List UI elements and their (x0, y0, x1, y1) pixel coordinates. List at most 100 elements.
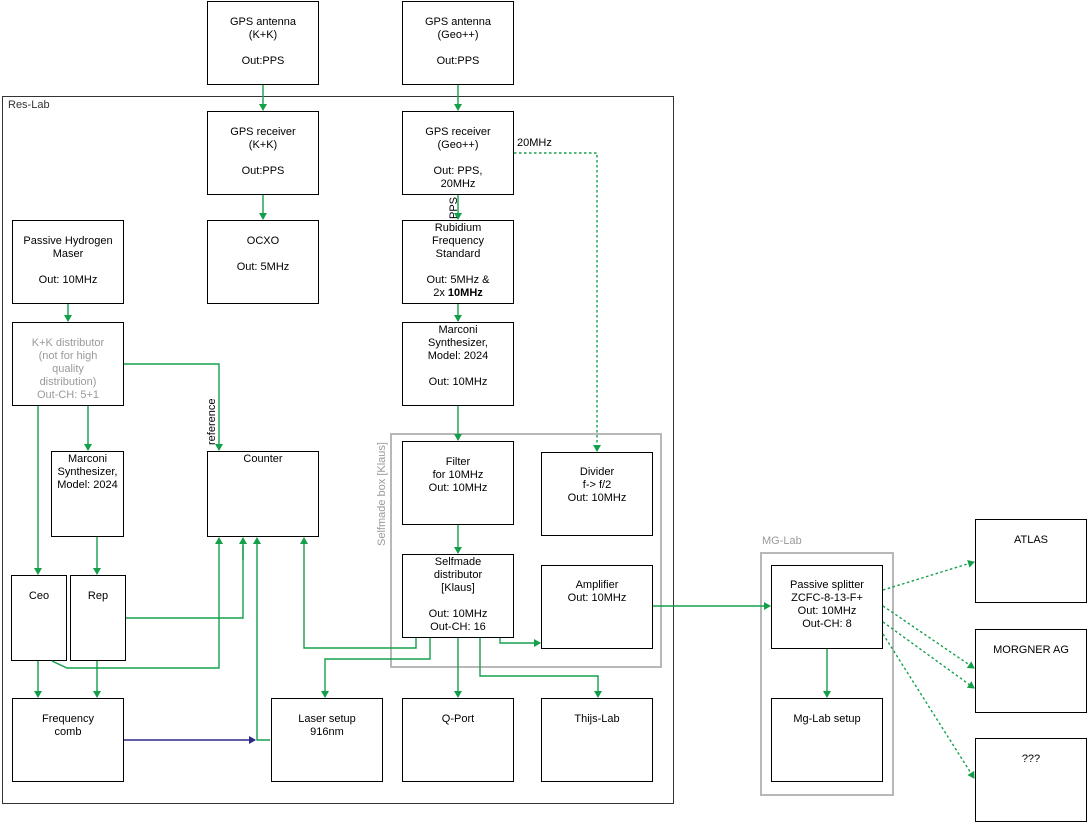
atlas-box[interactable]: ATLAS (975, 519, 1087, 603)
selfmade-distributor-line-1: distributor (433, 569, 483, 581)
laser-setup-line-0: Laser setup (298, 713, 356, 725)
divider-line-0: Divider (579, 466, 615, 478)
gps-antenna-kk-line-1: (K+K) (248, 29, 278, 41)
marconi-small-line-2: Model: 2024 (57, 479, 118, 491)
label-pps: PPS (448, 196, 460, 219)
gps-antenna-geo-box[interactable]: GPS antenna(Geo++)Out:PPS (402, 1, 514, 85)
wire-splitter-to-atlas (882, 559, 975, 591)
passive-splitter-line-3: Out-CH: 8 (802, 618, 852, 630)
divider-line-1: f-> f/2 (582, 479, 612, 491)
gps-antenna-kk-box[interactable]: GPS antenna(K+K)Out:PPS (207, 1, 319, 85)
kk-distributor-line-3: distribution) (39, 376, 97, 388)
gps-receiver-kk-line-3: Out:PPS (241, 165, 285, 177)
q-port-box[interactable]: Q-Port (402, 698, 514, 782)
atlas-line-0: ATLAS (1013, 534, 1049, 546)
counter-box[interactable]: Counter (207, 451, 319, 537)
kk-distributor-line-2: quality (52, 363, 84, 375)
selfmade-distributor-line-4: Out: 10MHz (428, 608, 488, 620)
marconi-main-line-4: Out: 10MHz (428, 376, 488, 388)
rubidium-last-prefix: 2x (433, 287, 448, 299)
res-lab-region (2, 96, 674, 804)
marconi-main-line-2: Model: 2024 (427, 350, 489, 362)
kk-distributor-line-1: (not for high (38, 350, 98, 362)
mg-lab-setup-box[interactable]: Mg-Lab setup (771, 698, 883, 782)
gps-antenna-geo-line-0: GPS antenna (424, 16, 492, 28)
laser-setup-line-1: 916nm (310, 726, 344, 738)
marconi-main-line-0: Marconi (438, 324, 478, 336)
selfmade-distributor-line-5: Out-CH: 16 (430, 621, 486, 633)
amplifier-line-0: Amplifier (575, 579, 619, 591)
kk-distributor-line-0: K+K distributor (31, 337, 105, 349)
filter-line-2: Out: 10MHz (428, 482, 488, 494)
wire-distributor-to-thijs (479, 638, 602, 698)
rep-box[interactable]: Rep (70, 575, 126, 661)
hydrogen-maser-line-1: Maser (52, 248, 84, 260)
unknown-box[interactable]: ??? (975, 738, 1087, 822)
rubidium-line-2: Standard (435, 248, 481, 260)
rubidium-line-4: Out: 5MHz & (426, 274, 490, 286)
wire-splitter-to-unknown (882, 633, 975, 779)
wire-20mhz-to-divider (514, 152, 601, 452)
rubidium-last-line: 2x 10MHz (403, 287, 513, 300)
wire-laser-to-counter (253, 537, 270, 741)
label-20mhz: 20MHz (517, 137, 552, 149)
wire-kk-to-counter (124, 363, 223, 451)
hydrogen-maser-line-0: Passive Hydrogen (23, 235, 113, 247)
rubidium-line-1: Frequency (432, 235, 484, 247)
gps-receiver-kk-line-1: (K+K) (248, 139, 278, 151)
gps-receiver-geo-line-4: 20MHz (440, 178, 476, 190)
passive-splitter-line-0: Passive splitter (790, 579, 864, 591)
rep-line-0: Rep (87, 590, 109, 602)
res-lab-label: Res-Lab (8, 99, 50, 111)
ceo-box[interactable]: Ceo (11, 575, 67, 661)
thijs-lab-line-0: Thijs-Lab (574, 713, 620, 725)
wire-rep-to-counter (126, 537, 247, 619)
wire-distributor-to-laser (321, 638, 431, 698)
ocxo-line-0: OCXO (246, 235, 280, 247)
filter-line-0: Filter (445, 456, 471, 468)
marconi-small-line-1: Synthesizer, (57, 466, 118, 478)
selfmade-distributor-line-0: Selfmade (434, 556, 482, 568)
gps-receiver-geo-line-1: (Geo++) (437, 139, 479, 151)
wire-distributor-to-amplifier (499, 638, 541, 647)
gps-antenna-geo-line-1: (Geo++) (437, 29, 479, 41)
gps-receiver-geo-line-3: Out: PPS, (433, 165, 483, 177)
selfmade-box-region (390, 433, 662, 668)
ocxo-box[interactable]: OCXO Out: 5MHz (207, 220, 319, 304)
wire-splitter-to-morgner-1 (882, 605, 975, 669)
q-port-line-0: Q-Port (441, 713, 475, 725)
passive-splitter-line-2: Out: 10MHz (797, 605, 857, 617)
rubidium-line-0: Rubidium (434, 222, 482, 234)
passive-splitter-line-1: ZCFC-8-13-F+ (791, 592, 863, 604)
kk-distributor-line-4: Out-CH: 5+1 (36, 389, 100, 401)
gps-receiver-kk-line-0: GPS receiver (230, 126, 296, 138)
ceo-line-0: Ceo (28, 590, 50, 602)
gps-receiver-kk-box[interactable]: GPS receiver(K+K) Out:PPS (207, 111, 319, 195)
wire-splitter-to-morgner-2 (882, 621, 975, 689)
frequency-comb-line-0: Frequency (42, 713, 94, 725)
rubidium-last-bold: 10MHz (447, 287, 483, 299)
unknown-line-0: ??? (1021, 753, 1041, 765)
label-reference: reference (206, 398, 218, 445)
morgner-box[interactable]: MORGNER AG (975, 629, 1087, 713)
ocxo-line-2: Out: 5MHz (236, 261, 290, 273)
frequency-comb-line-1: comb (54, 726, 82, 738)
divider-line-2: Out: 10MHz (567, 492, 627, 504)
counter-line-0: Counter (243, 453, 283, 465)
mg-lab-setup-line-0: Mg-Lab setup (793, 713, 861, 725)
gps-receiver-geo-box[interactable]: GPS receiver(Geo++)Out: PPS,20MHz (402, 111, 514, 195)
thijs-lab-box[interactable]: Thijs-Lab (541, 698, 653, 782)
